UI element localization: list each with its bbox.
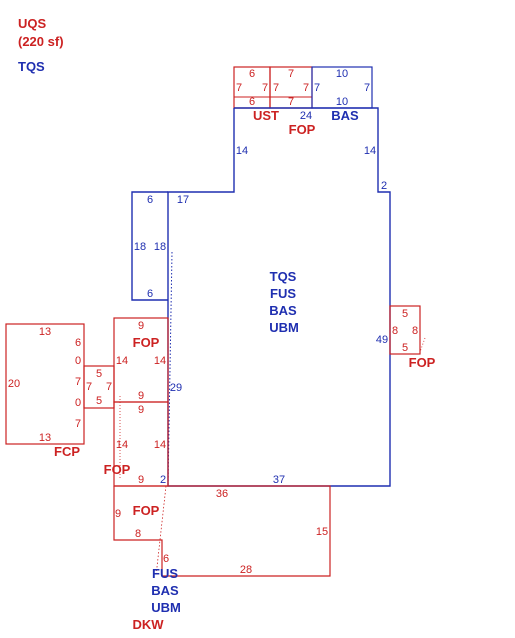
main-building-outline xyxy=(167,107,391,487)
dim-bay-bottom: 6 xyxy=(147,288,153,300)
dim-main-notch: 17 xyxy=(177,194,189,206)
dim-fop-top-left: 7 xyxy=(273,82,279,94)
label-main-tqs: TQS xyxy=(270,269,297,284)
dim-dkw-bottom: 28 xyxy=(240,564,252,576)
legend-uqs: UQS xyxy=(18,16,47,31)
dkw-outline xyxy=(113,485,331,577)
dim-fcp-right-e: 7 xyxy=(75,418,81,430)
dim-dkw-left-c: 6 xyxy=(163,553,169,565)
bay-outline xyxy=(131,191,168,301)
label-main-fus: FUS xyxy=(270,286,296,301)
dim-fop-top-bottom: 24 xyxy=(300,110,312,122)
dim-fcp-bottom: 13 xyxy=(39,432,51,444)
dim-fop-mid1-bottom: 9 xyxy=(138,390,144,402)
dim-ust-right: 7 xyxy=(262,82,268,94)
dim-step-left: 7 xyxy=(86,381,92,393)
dim-main-step: 2 xyxy=(381,180,387,192)
dim-fop-right-right: 8 xyxy=(412,325,418,337)
dim-fop-mid2-bottom: 9 xyxy=(138,474,144,486)
label-ust: UST xyxy=(253,108,279,123)
dim-ust-bottom: 6 xyxy=(249,96,255,108)
dim-fcp-right-d: 0 xyxy=(75,397,81,409)
label-fop-top: FOP xyxy=(289,122,316,137)
fcp-outline xyxy=(5,323,85,445)
label-main-bas: BAS xyxy=(269,303,297,318)
dim-fop-mid1-left: 14 xyxy=(116,355,128,367)
dim-fcp-left: 20 xyxy=(8,378,20,390)
dim-fop-top-bottom-right: 7 xyxy=(288,96,294,108)
dim-fcp-right-b: 0 xyxy=(75,355,81,367)
dim-fcp-top: 13 xyxy=(39,326,51,338)
label-bottom-bas: BAS xyxy=(151,583,179,598)
fop-right-leader xyxy=(419,337,426,353)
dim-fcp-right-c: 7 xyxy=(75,376,81,388)
dim-fop-mid1-right: 14 xyxy=(154,355,166,367)
label-dkw: DKW xyxy=(132,617,164,632)
dim-main-left: 29 xyxy=(170,382,182,394)
dim-fcp-right-a: 6 xyxy=(75,337,81,349)
dim-bas-top-bottom: 10 xyxy=(336,96,348,108)
label-fop-mid1: FOP xyxy=(133,335,160,350)
dim-ust-top: 6 xyxy=(249,68,255,80)
dim-dkw-right: 15 xyxy=(316,526,328,538)
dim-fop-right-bottom: 5 xyxy=(402,342,408,354)
label-bas-top: BAS xyxy=(331,108,359,123)
legend-uqs-area: (220 sf) xyxy=(18,34,64,49)
dim-dkw-left-b: 8 xyxy=(135,528,141,540)
label-fcp: FCP xyxy=(54,444,80,459)
dim-fop-right-top: 5 xyxy=(402,308,408,320)
dim-main-bottom: 37 xyxy=(273,474,285,486)
dim-bas-top-left: 7 xyxy=(314,82,320,94)
fop-right-outline xyxy=(389,305,421,355)
dkw-leader xyxy=(155,485,167,577)
dim-low-step: 2 xyxy=(160,474,166,486)
dim-bay-left: 18 xyxy=(134,241,146,253)
dim-bay-top: 6 xyxy=(147,194,153,206)
dim-fop-mid2-left: 14 xyxy=(116,439,128,451)
label-fop-mid2: FOP xyxy=(104,462,131,477)
legend-tqs: TQS xyxy=(18,59,45,74)
label-main-ubm: UBM xyxy=(269,320,299,335)
dim-fop-right-left: 8 xyxy=(392,325,398,337)
dim-fop-top-top: 7 xyxy=(288,68,294,80)
main-dotted-line xyxy=(167,251,173,487)
dim-step-bottom: 5 xyxy=(96,395,102,407)
label-fop-low: FOP xyxy=(133,503,160,518)
dim-dkw-left-a: 9 xyxy=(115,508,121,520)
dim-dkw-top: 36 xyxy=(216,488,228,500)
label-bottom-ubm: UBM xyxy=(151,600,181,615)
dim-bas-top-top: 10 xyxy=(336,68,348,80)
dim-fop-top-right: 7 xyxy=(303,82,309,94)
dim-fop-mid1-top: 9 xyxy=(138,320,144,332)
dim-bay-right: 18 xyxy=(154,241,166,253)
label-fop-right: FOP xyxy=(409,355,436,370)
dim-main-right: 49 xyxy=(376,334,388,346)
label-bottom-fus: FUS xyxy=(152,566,178,581)
dim-ust-left: 7 xyxy=(236,82,242,94)
dim-main-right-upper: 14 xyxy=(364,145,376,157)
dim-fop-mid2-top: 9 xyxy=(138,404,144,416)
dim-fop-mid2-right: 14 xyxy=(154,439,166,451)
dim-step-right: 7 xyxy=(106,381,112,393)
dim-main-left-upper: 14 xyxy=(236,145,248,157)
dim-bas-top-right: 7 xyxy=(364,82,370,94)
dim-step-top: 5 xyxy=(96,368,102,380)
